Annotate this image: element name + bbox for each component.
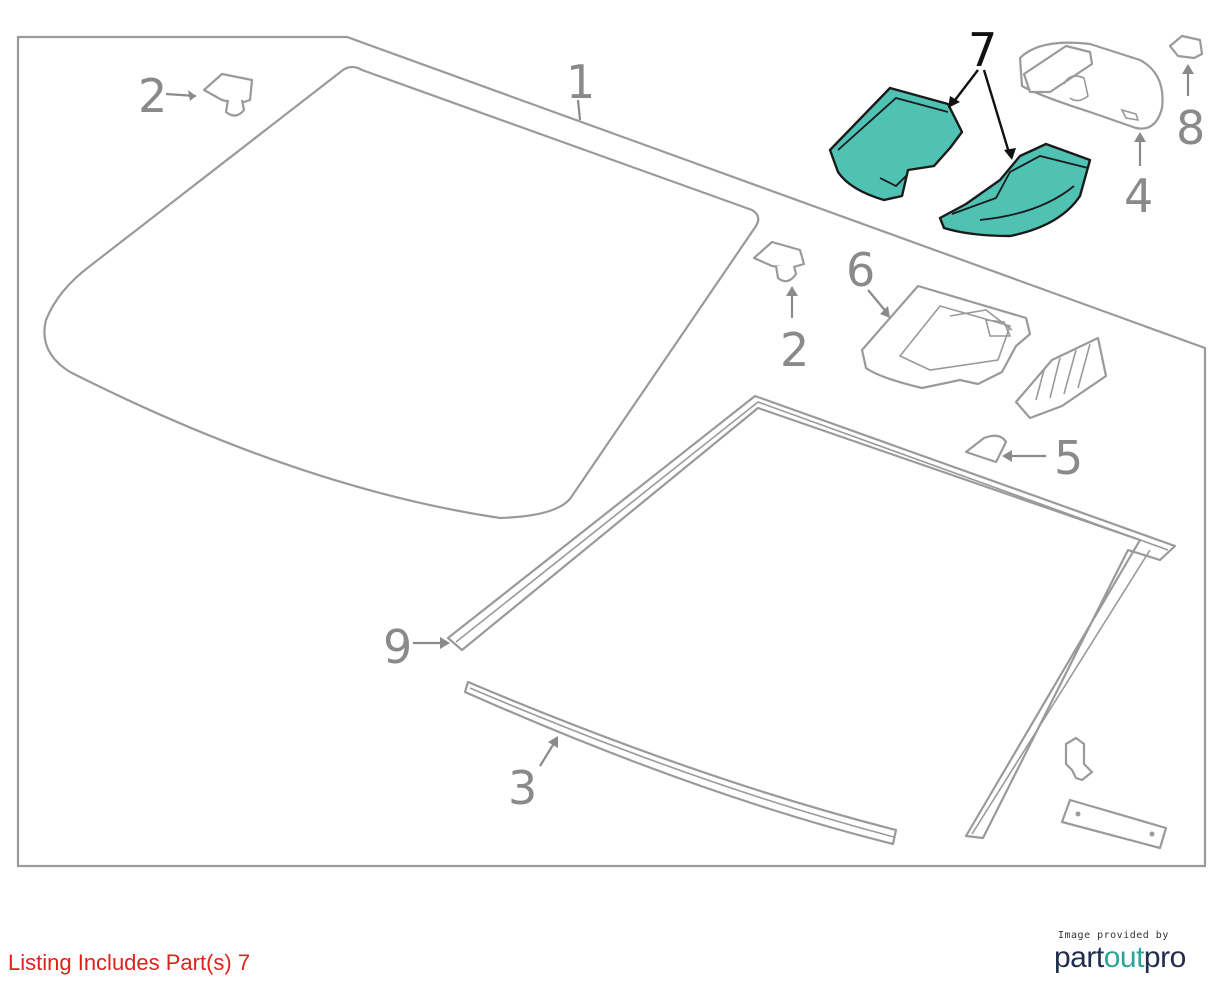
listing-note: Listing Includes Part(s) 7: [8, 950, 251, 975]
mirror-cover-rear[interactable]: [938, 142, 1092, 238]
callout-9: 9: [383, 620, 412, 674]
sensor-housing[interactable]: [1014, 336, 1108, 420]
callout-7: 7: [968, 23, 997, 77]
credit-line: Image provided by: [1058, 930, 1169, 941]
clip-center[interactable]: [752, 240, 806, 283]
callout-2-center: 2: [780, 323, 809, 377]
image-credit: Image provided by partoutpro: [1054, 930, 1214, 973]
brand-logo: partoutpro: [1054, 943, 1214, 973]
mirror-cover-front[interactable]: [828, 86, 964, 202]
clip-top-right[interactable]: [1168, 34, 1204, 60]
callout-5: 5: [1054, 431, 1083, 485]
brand-out: out: [1103, 941, 1145, 974]
adhesive-pad[interactable]: [964, 434, 1008, 464]
upper-molding[interactable]: [463, 680, 898, 846]
rearview-mirror[interactable]: [1018, 41, 1164, 130]
callout-1: 1: [566, 55, 595, 109]
callout-2-top-left: 2: [138, 69, 167, 123]
diagram-frame: [16, 35, 1207, 868]
brand-part: part: [1054, 941, 1104, 974]
clip-top-left[interactable]: [202, 72, 254, 117]
callout-4: 4: [1124, 169, 1153, 223]
side-molding[interactable]: [446, 394, 1177, 840]
mounting-plate[interactable]: [1060, 798, 1168, 850]
sensor-bracket[interactable]: [860, 284, 1032, 390]
retainer-clip[interactable]: [1064, 736, 1094, 782]
callout-8: 8: [1176, 101, 1205, 155]
windshield-glass[interactable]: [43, 65, 760, 520]
callout-6: 6: [846, 243, 875, 297]
callout-3: 3: [508, 761, 537, 815]
brand-pro: pro: [1143, 941, 1186, 974]
